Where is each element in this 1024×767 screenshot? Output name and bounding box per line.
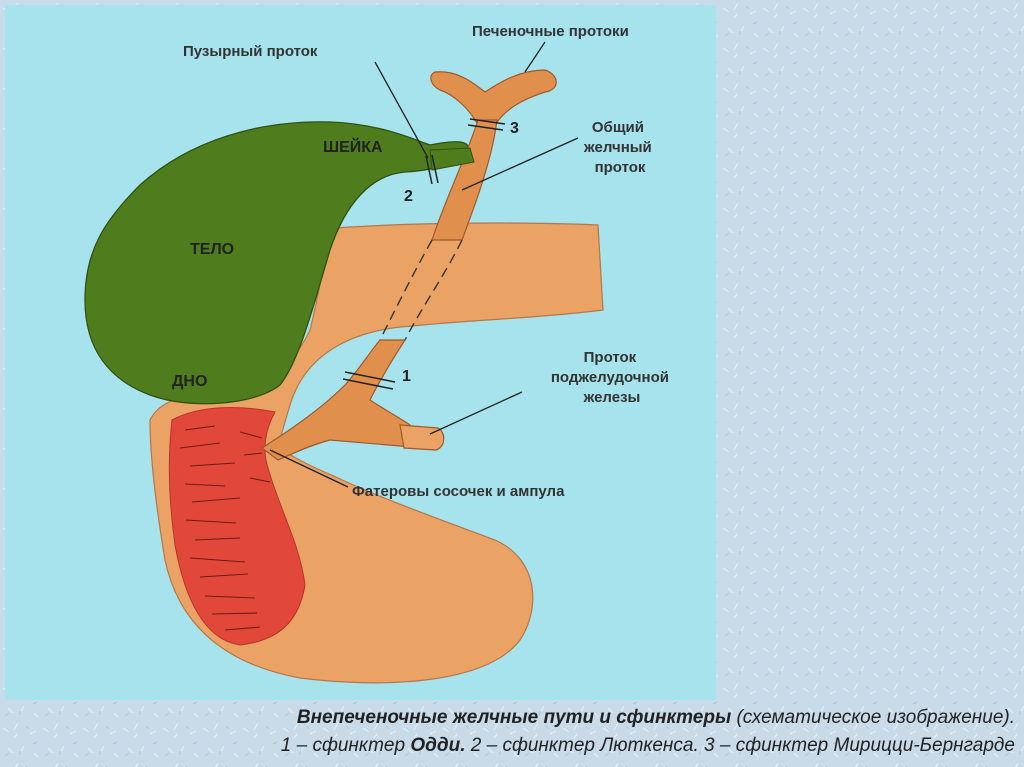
common-duct-label-line: проток: [595, 159, 646, 176]
caption-oddi: Одди.: [410, 735, 466, 756]
pancreatic-duct-label-line: поджелудочной: [551, 369, 669, 386]
body-label: ТЕЛО: [190, 241, 234, 258]
common-duct-label-line: Общий: [592, 119, 644, 136]
ampulla-label: Фатеровы сосочек и ампула: [352, 483, 565, 500]
cystic-duct-tube: [429, 147, 475, 171]
caption-rest: 2 – сфинктер Люткенса. 3 – сфинктер Мири…: [465, 735, 1015, 756]
caption-title-note: (схематическое изображение).: [731, 707, 1015, 728]
sphincter-3-number: 3: [510, 120, 519, 137]
caption-n1: 1 – сфинктер: [280, 735, 411, 756]
caption-title: Внепеченочные желчные пути и сфинктеры: [296, 707, 732, 728]
gallbladder: [84, 121, 469, 405]
hepatic-ducts: [430, 69, 557, 126]
common-bile-duct: [431, 119, 498, 241]
pancreatic-duct-label-line: железы: [583, 389, 641, 406]
cystic-duct-label: Пузырный проток: [183, 43, 318, 60]
fundus-label: ДНО: [172, 373, 207, 390]
duodenal-mucosa: [168, 407, 306, 646]
pancreatic-duct-label-line: Проток: [584, 349, 637, 366]
sphincter-1-number: 1: [402, 368, 411, 385]
caption-line-1: Внепеченочные желчные пути и сфинктеры (…: [95, 707, 1015, 729]
sphincter-marks: [342, 118, 506, 390]
sphincter-2-number: 2: [404, 188, 413, 205]
hepatic-ducts-label: Печеночные протоки: [472, 23, 629, 40]
distal-common-duct: [260, 339, 413, 461]
mucosal-folds: [179, 425, 271, 631]
intrapancreatic-duct-course: [379, 239, 463, 341]
common-duct-label-line: желчный: [583, 139, 652, 156]
pancreatic-duct: [399, 424, 445, 451]
common-duct-label: Общий желчный проток: [583, 119, 656, 176]
caption-line-2: 1 – сфинктер Одди. 2 – сфинктер Люткенса…: [95, 735, 1015, 757]
neck-label: ШЕЙКА: [323, 137, 383, 156]
pancreatic-duct-label: Проток поджелудочной железы: [551, 349, 673, 406]
leader-lines: [269, 41, 579, 488]
